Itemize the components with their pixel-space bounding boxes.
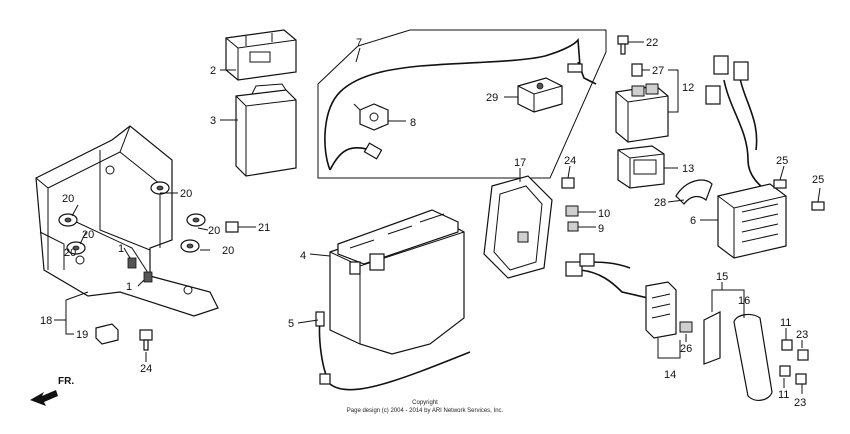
part-20-grommets bbox=[58, 181, 206, 255]
callout-11-bottom: 11 bbox=[778, 389, 789, 401]
part-29-cover bbox=[517, 77, 563, 113]
front-direction-arrow: FR. bbox=[30, 376, 74, 406]
callout-16: 16 bbox=[738, 295, 750, 307]
callout-28: 28 bbox=[654, 197, 666, 209]
callout-23-bottom: 23 bbox=[794, 397, 806, 409]
callout-numbers: 2 3 7 8 29 22 27 12 13 17 24 10 9 25 25 … bbox=[40, 37, 824, 409]
callout-18: 18 bbox=[40, 315, 52, 327]
callout-17: 17 bbox=[514, 157, 526, 169]
callout-19: 19 bbox=[76, 329, 88, 341]
part-14-fuse-harness bbox=[565, 253, 693, 339]
part-19-pad bbox=[95, 323, 119, 345]
callout-25-right: 25 bbox=[812, 174, 824, 186]
callout-7: 7 bbox=[356, 37, 362, 49]
part-15-plate bbox=[703, 311, 721, 365]
copyright-notice: Copyright Page design (c) 2004 - 2014 by… bbox=[347, 400, 504, 414]
callout-24-bottom: 24 bbox=[140, 363, 152, 375]
callout-13: 13 bbox=[682, 163, 694, 175]
callout-12: 12 bbox=[682, 82, 694, 94]
callout-23-top: 23 bbox=[796, 329, 808, 341]
callout-22: 22 bbox=[646, 37, 658, 49]
part-12-relay bbox=[615, 83, 669, 143]
part-5-breather-tube bbox=[315, 311, 471, 391]
part-6-regulator bbox=[705, 55, 787, 259]
callout-26: 26 bbox=[680, 343, 692, 355]
callout-20-c: 20 bbox=[82, 229, 94, 241]
callout-1-b: 1 bbox=[126, 281, 132, 293]
copyright-line-1: Copyright bbox=[412, 400, 438, 406]
part-27-fuse bbox=[631, 63, 643, 77]
leader-lines bbox=[54, 41, 821, 394]
callout-3: 3 bbox=[210, 115, 216, 127]
callout-9: 9 bbox=[598, 223, 604, 235]
callout-24-top: 24 bbox=[564, 155, 576, 167]
callout-5: 5 bbox=[288, 318, 294, 330]
part-8-terminal bbox=[353, 103, 389, 131]
callout-20-a: 20 bbox=[180, 188, 192, 200]
part-17-cover bbox=[483, 175, 553, 279]
part-1-nuts bbox=[127, 257, 153, 283]
callout-14: 14 bbox=[664, 369, 676, 381]
callout-8: 8 bbox=[410, 117, 416, 129]
copyright-line-2: Page design (c) 2004 - 2014 by ARI Netwo… bbox=[347, 408, 504, 414]
callout-20-f: 20 bbox=[64, 247, 76, 259]
part-13-holder bbox=[617, 145, 665, 189]
callout-10: 10 bbox=[598, 208, 610, 220]
part-24-bolt-top bbox=[561, 177, 575, 189]
callout-1-a: 1 bbox=[118, 243, 124, 255]
callout-21: 21 bbox=[258, 222, 270, 234]
callout-27: 27 bbox=[652, 65, 664, 77]
part-28-clamp bbox=[675, 179, 713, 205]
part-11-clips bbox=[779, 339, 793, 377]
callout-15: 15 bbox=[716, 271, 728, 283]
part-3-control-unit bbox=[235, 83, 297, 177]
part-10-9-fuses bbox=[565, 205, 579, 232]
part-16-cover-plate bbox=[733, 313, 773, 401]
part-23-screws bbox=[795, 349, 809, 385]
callout-2: 2 bbox=[210, 65, 216, 77]
callout-25-left: 25 bbox=[776, 155, 788, 167]
part-7-harness bbox=[317, 29, 607, 179]
part-2-cover bbox=[225, 29, 297, 81]
callout-20-e: 20 bbox=[222, 245, 234, 257]
part-22-bolt bbox=[617, 35, 629, 55]
front-label: FR. bbox=[58, 376, 74, 387]
callout-11-top: 11 bbox=[780, 317, 791, 329]
callout-4: 4 bbox=[300, 250, 306, 262]
part-24-bolt-bottom bbox=[139, 329, 153, 351]
callout-29: 29 bbox=[486, 92, 498, 104]
callout-20-d: 20 bbox=[208, 225, 220, 237]
part-4-battery bbox=[329, 209, 465, 355]
callout-6: 6 bbox=[690, 215, 696, 227]
callout-20-b: 20 bbox=[62, 193, 74, 205]
